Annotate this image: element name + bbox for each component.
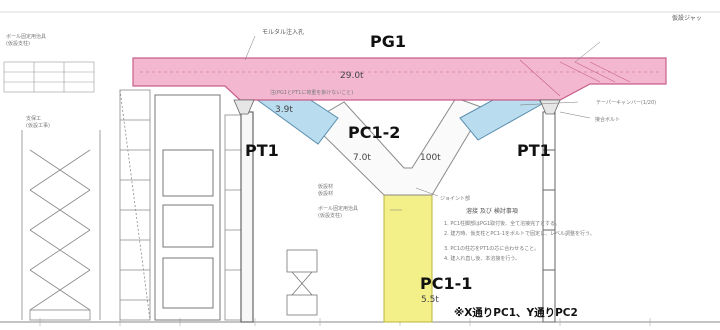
pc1-2-label: PC1-2 <box>348 123 400 142</box>
right-bolt-annotation: 接合ボルト <box>595 116 620 123</box>
note-label: ※X通りPC1、Y通りPC2 <box>454 307 578 319</box>
spec-line-3: 3. PC1の柱芯をPT1の芯に合わせること。 <box>444 245 539 252</box>
pc1-2-weight: 7.0t <box>353 153 371 163</box>
pc1-1-label: PC1-1 <box>420 274 472 293</box>
spec-line-4: 4. 建入れ直し後、本溶接を行う。 <box>444 255 520 262</box>
left-mid-annotation-sub: (仮設工事) <box>26 122 50 129</box>
pt1-right-label: PT1 <box>517 141 551 160</box>
top-center-annotation: モルタル注入孔 <box>262 28 304 36</box>
right-brace-weight: 100t <box>420 153 441 163</box>
small-lift <box>286 249 318 316</box>
center-note-1: 仮設材 <box>318 183 333 190</box>
pg1-hatch <box>519 59 631 97</box>
left-brace-weight: 3.9t <box>275 105 293 115</box>
left-mid-annotation: 支保工 <box>26 115 41 122</box>
top-right-annotation: 仮設ジャッ <box>672 14 702 22</box>
center-note-2: 仮設材 <box>318 190 333 197</box>
scaffold-frame <box>154 94 221 321</box>
pg1-girder <box>132 57 667 101</box>
center-fixture-annotation-sub: (仮設支柱) <box>318 212 342 219</box>
spec-line-2: 2. 建方時、仮支柱とPC1-1をボルトで固定し、レベル調整を行う。 <box>444 230 595 237</box>
left-top-annotation: ボール固定用治具 <box>6 33 46 40</box>
inside-note: 注(PG1とPT1に荷重を掛けないこと) <box>270 89 353 96</box>
right-note: テーパーキャンバー(1/20) <box>596 100 656 106</box>
scaffold-tower-1 <box>119 89 151 321</box>
pc1-2-y-branch <box>309 97 485 196</box>
spec-title: 溶接 及び 検討事項 <box>466 207 518 215</box>
left-pt1-joint <box>233 99 255 115</box>
pg1-weight: 29.0t <box>340 71 364 81</box>
splice-annotation: ジョイント部 <box>440 195 470 202</box>
pg1-label: PG1 <box>370 32 406 51</box>
pc1-1-weight: 5.5t <box>421 295 439 305</box>
spec-line-1: 1. PC1柱脚部はPG1取付後、全て溶接完了とする。 <box>444 220 560 227</box>
left-grid-box <box>3 61 95 93</box>
center-fixture-annotation: ボール固定用治具 <box>318 205 358 212</box>
pt1-left-label: PT1 <box>245 141 279 160</box>
left-top-annotation-sub: (仮設支柱) <box>6 40 30 47</box>
leader-lines <box>244 35 601 211</box>
scissor-lift <box>21 130 101 321</box>
